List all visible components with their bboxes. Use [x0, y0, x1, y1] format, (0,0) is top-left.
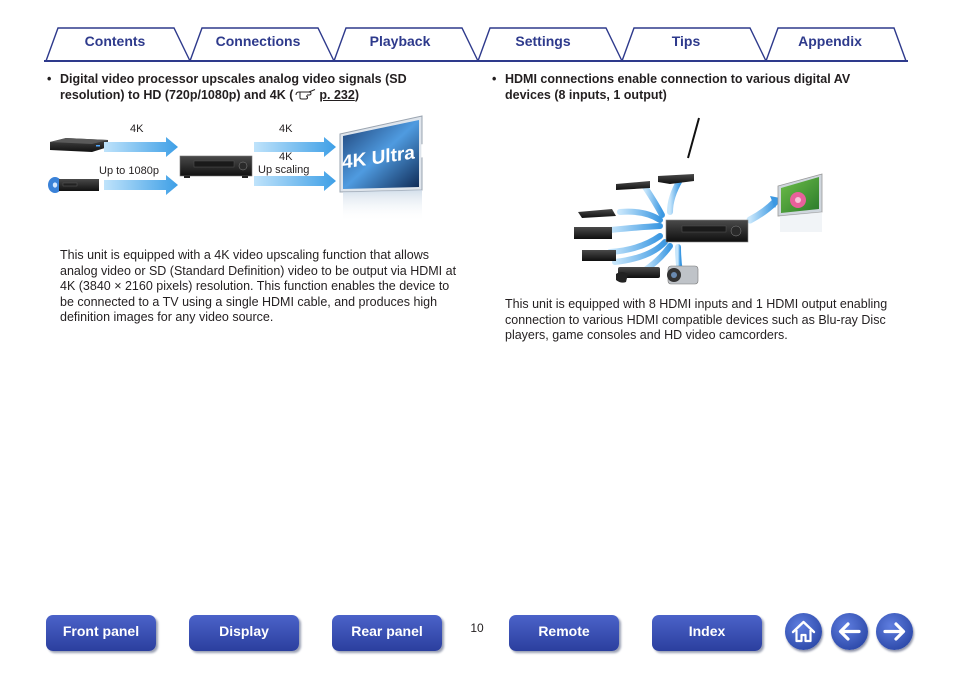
page-number: 10: [470, 621, 484, 635]
page-ref-link[interactable]: p. 232: [319, 87, 355, 102]
source-device-icons: [574, 174, 694, 261]
right-heading-line1: HDMI connections enable connection to va…: [505, 72, 851, 86]
bullet-dot: •: [492, 72, 497, 86]
left-body-line: definition images for any video source.: [60, 310, 274, 324]
pointing-hand-icon: [295, 88, 316, 99]
left-heading-line1: Digital video processor upscales analog …: [60, 72, 407, 86]
right-body-line: connection to various HDMI compatible de…: [505, 312, 886, 327]
rear-panel-button[interactable]: Rear panel: [332, 615, 442, 651]
right-heading-line2: devices (8 inputs, 1 output): [505, 87, 667, 102]
output-arrowhead: [770, 196, 780, 208]
game-console-icon: [616, 267, 660, 283]
label-4k-right: 4K: [279, 123, 293, 135]
forward-button[interactable]: [876, 613, 913, 650]
arrow-4k-passthrough-left: [104, 137, 178, 157]
tab-playback[interactable]: Playback: [369, 33, 431, 49]
divider-stroke: [687, 117, 700, 159]
left-heading-line2-text: resolution) to HD (720p/1080p) and 4K (: [60, 87, 294, 102]
left-heading-close-paren: ): [354, 87, 359, 102]
left-body-line: This unit is equipped with a 4K video up…: [60, 248, 429, 262]
tab-contents[interactable]: Contents: [84, 33, 146, 49]
tab-bar: Contents Connections Playback Settings T…: [44, 27, 908, 63]
output-arrow: [746, 198, 779, 224]
label-up-scaling: Up scaling: [258, 164, 310, 176]
left-body-line: analog video or SD (Standard Definition)…: [60, 263, 457, 278]
left-body-text: This unit is equipped with a 4K video up…: [60, 248, 470, 326]
tab-underline: [44, 60, 908, 62]
arrow-left-icon: [838, 622, 861, 641]
label-up-to-1080p: Up to 1080p: [99, 165, 159, 177]
home-button[interactable]: [785, 613, 822, 650]
right-body-text: This unit is equipped with 8 HDMI inputs…: [505, 297, 915, 344]
av-receiver-icon: [665, 219, 749, 243]
disc-player-icon: [48, 177, 99, 193]
back-button[interactable]: [831, 613, 868, 650]
index-button[interactable]: Index: [652, 615, 762, 651]
media-player-icon: [50, 138, 108, 152]
arrow-upscaling-to-tv: [254, 171, 336, 191]
arrow-sd-to-receiver: [104, 175, 178, 195]
arrow-4k-to-tv: [254, 137, 336, 157]
arrow-right-icon: [883, 622, 906, 641]
left-body-line: 4K (3840 × 2160 pixels) resolution. This…: [60, 279, 450, 293]
hdmi-connection-diagram: [574, 117, 823, 285]
label-4k-upscale: 4K: [279, 151, 293, 163]
tab-outlines: [45, 27, 907, 62]
remote-button[interactable]: Remote: [509, 615, 619, 651]
label-4k-left: 4K: [130, 123, 144, 135]
right-bullet-heading: • HDMI connections enable connection to …: [492, 72, 905, 103]
right-body-line: players, game consoles and HD video camc…: [505, 328, 788, 342]
home-icon: [791, 620, 816, 643]
upscaling-diagram: [48, 115, 423, 222]
right-body-line: This unit is equipped with 8 HDMI inputs…: [505, 297, 888, 311]
camcorder-icon: [667, 265, 699, 285]
tv-4k-icon: [339, 115, 423, 222]
left-bullet-heading: • Digital video processor upscales analo…: [47, 72, 460, 104]
av-receiver-icon: [179, 155, 253, 178]
bullet-dot: •: [47, 72, 52, 86]
tv-output-icon: [777, 173, 823, 232]
tab-appendix[interactable]: Appendix: [798, 33, 862, 49]
display-button[interactable]: Display: [189, 615, 299, 651]
left-body-line: be connected to a TV using a single HDMI…: [60, 294, 438, 309]
tab-settings[interactable]: Settings: [515, 33, 571, 49]
front-panel-button[interactable]: Front panel: [46, 615, 156, 651]
tab-connections[interactable]: Connections: [215, 33, 301, 49]
tab-tips[interactable]: Tips: [671, 33, 701, 49]
left-heading-line2: resolution) to HD (720p/1080p) and 4K ( p…: [60, 88, 460, 104]
